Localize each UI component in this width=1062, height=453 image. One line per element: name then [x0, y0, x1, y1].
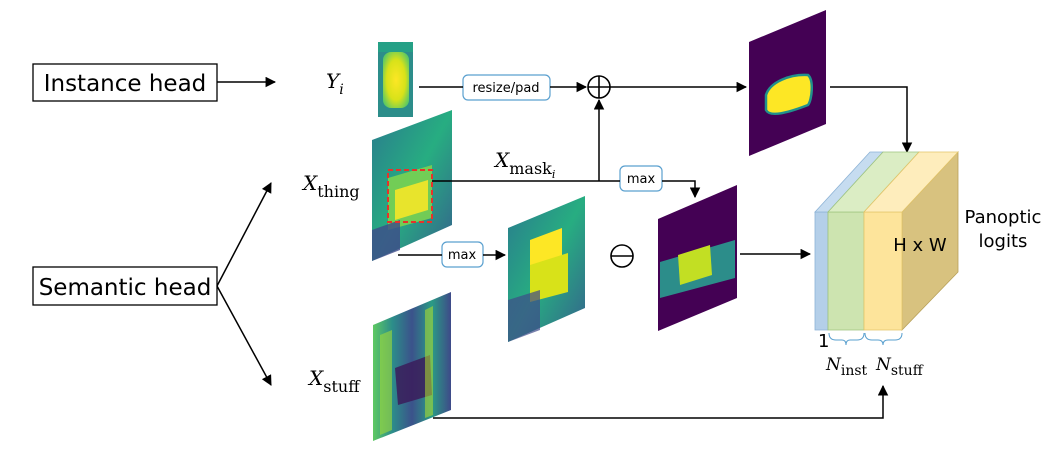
- crop-box: [387, 169, 433, 223]
- plus-operator: [587, 75, 611, 99]
- semantic-head-label: Semantic head: [39, 275, 212, 301]
- brace-inst: [828, 332, 865, 346]
- slab-blue: [814, 211, 829, 331]
- panoptic-logits-label-line2: logits: [979, 231, 1028, 252]
- masked-thing-image: [658, 185, 737, 331]
- slab-yellow: [863, 211, 903, 331]
- semantic-head-node: Semantic head: [32, 266, 218, 306]
- slab-green: [827, 211, 865, 331]
- yi-mask-image: [378, 42, 413, 117]
- panoptic-logits-block: H x W: [814, 150, 959, 331]
- x-thing-label: Xthing: [301, 171, 360, 201]
- dims-label: H x W: [893, 235, 947, 256]
- fused-mask-image: [749, 10, 826, 156]
- max-op-top: max: [619, 165, 663, 192]
- resize-pad-op: resize/pad: [462, 74, 551, 101]
- x-stuff-label: Xstuff: [307, 366, 361, 396]
- n-inst-label: Ninst: [825, 355, 868, 379]
- panoptic-logits-label-line1: Panoptic: [965, 207, 1042, 228]
- max-thing-image: [508, 196, 585, 342]
- resize-pad-label: resize/pad: [472, 81, 539, 96]
- max-op-bottom: max: [441, 241, 484, 268]
- instance-head-node: Instance head: [32, 63, 218, 102]
- x-stuff-image: [373, 292, 451, 441]
- y-i-label: Yi: [326, 69, 344, 98]
- arrow-stuff-logits: [433, 384, 889, 419]
- brace-stuff: [864, 332, 903, 346]
- x-thing-image: [372, 110, 452, 261]
- max-bottom-label: max: [448, 248, 477, 263]
- instance-head-label: Instance head: [44, 71, 207, 97]
- max-top-label: max: [627, 172, 656, 187]
- arrow-semantic-to-xstuff: [216, 285, 272, 386]
- n-stuff-label: Nstuff: [875, 355, 924, 379]
- arrow-fused-logits: [830, 86, 913, 154]
- arrow-semantic-to-xthing: [216, 182, 272, 287]
- minus-operator: [610, 244, 634, 268]
- x-mask-label: Xmaski: [493, 148, 555, 181]
- one-label: 1: [818, 331, 829, 352]
- arrow-max-masked: [662, 180, 701, 199]
